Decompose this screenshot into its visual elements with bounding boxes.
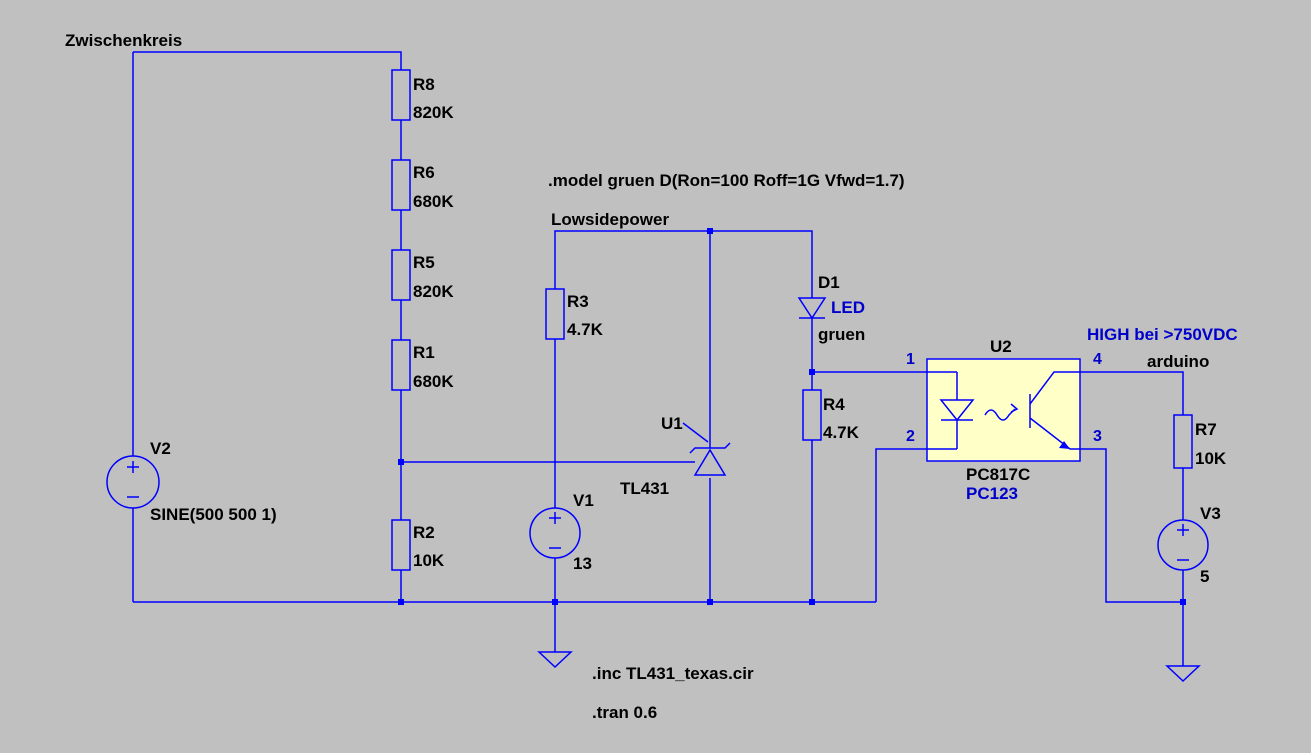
voltage-source-v2[interactable]: V2 SINE(500 500 1) bbox=[106, 439, 277, 524]
r4-value: 4.7K bbox=[823, 423, 860, 442]
r8-name: R8 bbox=[413, 75, 435, 94]
r6-name: R6 bbox=[413, 163, 435, 182]
r5-name: R5 bbox=[413, 253, 435, 272]
plus-icon bbox=[549, 512, 561, 524]
u2-pin-4: 4 bbox=[1093, 351, 1102, 368]
v3-name: V3 bbox=[1200, 504, 1221, 523]
tl431-u1[interactable]: U1 TL431 bbox=[620, 414, 731, 498]
u2-value: PC817C bbox=[966, 465, 1030, 484]
r7-value: 10K bbox=[1195, 449, 1227, 468]
ground-icon bbox=[1165, 665, 1201, 683]
net-label-arduino: arduino bbox=[1147, 352, 1209, 371]
u2-pin-1: 1 bbox=[906, 351, 915, 368]
u1-value: TL431 bbox=[620, 479, 669, 498]
r1-value: 680K bbox=[413, 372, 454, 391]
internal-led-icon bbox=[939, 399, 975, 422]
u2-name: U2 bbox=[990, 337, 1012, 356]
zener-bar-icon bbox=[689, 442, 731, 454]
r1-name: R1 bbox=[413, 343, 435, 362]
u2-pin-2: 2 bbox=[906, 428, 915, 445]
zener-triangle-icon bbox=[693, 448, 727, 476]
comment-high-threshold: HIGH bei >750VDC bbox=[1087, 325, 1238, 344]
light-emission-icon bbox=[984, 408, 1016, 421]
r7-name: R7 bbox=[1195, 420, 1217, 439]
r3-value: 4.7K bbox=[567, 320, 604, 339]
junctions bbox=[398, 228, 1186, 605]
resistor-r4[interactable]: R4 4.7K bbox=[802, 389, 860, 442]
r5-value: 820K bbox=[413, 282, 454, 301]
resistor-r7[interactable]: R7 10K bbox=[1173, 414, 1227, 469]
voltage-source-v3[interactable]: V3 5 bbox=[1157, 504, 1221, 586]
resistor-r6[interactable]: R6 680K bbox=[391, 159, 454, 211]
resistor-r3[interactable]: R3 4.7K bbox=[545, 288, 604, 340]
tran-directive: .tran 0.6 bbox=[592, 703, 657, 722]
r2-value: 10K bbox=[413, 551, 445, 570]
resistor-r8[interactable]: R8 820K bbox=[391, 69, 454, 122]
optocoupler-u2[interactable]: U2 PC817C PC123 1 2 3 4 bbox=[906, 337, 1102, 503]
r6-value: 680K bbox=[413, 192, 454, 211]
net-label-lowsidepower: Lowsidepower bbox=[551, 210, 669, 229]
v2-value: SINE(500 500 1) bbox=[150, 505, 277, 524]
plus-icon bbox=[1177, 524, 1189, 536]
resistor-r5[interactable]: R5 820K bbox=[391, 249, 454, 301]
resistor-r2[interactable]: R2 10K bbox=[391, 519, 445, 571]
r2-name: R2 bbox=[413, 523, 435, 542]
v2-name: V2 bbox=[150, 439, 171, 458]
r4-name: R4 bbox=[823, 395, 845, 414]
v3-value: 5 bbox=[1200, 567, 1209, 586]
diode-icon bbox=[797, 297, 827, 320]
plus-icon bbox=[127, 461, 139, 473]
v1-name: V1 bbox=[573, 491, 594, 510]
net-label-zwischenkreis: Zwischenkreis bbox=[65, 31, 182, 50]
v1-value: 13 bbox=[573, 554, 592, 573]
d1-name: D1 bbox=[818, 273, 840, 292]
wires bbox=[132, 51, 1184, 666]
r3-name: R3 bbox=[567, 292, 589, 311]
r8-value: 820K bbox=[413, 103, 454, 122]
d1-value: gruen bbox=[818, 325, 865, 344]
led-d1[interactable]: D1 LED gruen bbox=[797, 273, 865, 344]
resistor-r1[interactable]: R1 680K bbox=[391, 339, 454, 391]
u2-alt: PC123 bbox=[966, 484, 1018, 503]
u1-name: U1 bbox=[661, 414, 683, 433]
include-directive: .inc TL431_texas.cir bbox=[592, 664, 754, 683]
voltage-source-v1[interactable]: V1 13 bbox=[529, 491, 594, 573]
model-directive: .model gruen D(Ron=100 Roff=1G Vfwd=1.7) bbox=[548, 171, 905, 190]
ground-icon bbox=[537, 651, 573, 669]
d1-type: LED bbox=[831, 298, 865, 317]
u2-pin-3: 3 bbox=[1093, 428, 1102, 445]
